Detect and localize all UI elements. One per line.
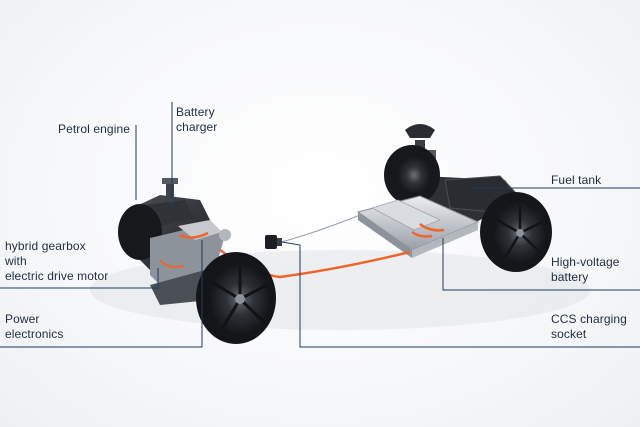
rear-left-wheel (384, 145, 440, 205)
leader-high-voltage-battery (442, 238, 640, 291)
label-battery-charger: Battery charger (176, 105, 218, 134)
front-right-wheel (196, 252, 276, 344)
leader-hybrid-gearbox (0, 268, 159, 289)
gearbox-power-electronics (150, 220, 231, 305)
leader-lines (0, 102, 640, 348)
label-ccs-charging-socket: CCS charging socket (551, 312, 627, 341)
label-petrol-engine: Petrol engine (58, 122, 131, 136)
rear-right-wheel (480, 192, 552, 272)
high-voltage-battery (356, 195, 480, 258)
label-high-voltage-battery: High-voltage battery (551, 255, 620, 284)
leader-power-electronics (0, 240, 203, 348)
label-power-electronics: Power electronics (5, 312, 64, 341)
label-hybrid-gearbox: hybrid gearbox with electric drive motor (5, 239, 109, 283)
label-fuel-tank: Fuel tank (551, 173, 602, 187)
ccs-socket (265, 235, 282, 249)
leader-ccs-socket (281, 241, 640, 348)
